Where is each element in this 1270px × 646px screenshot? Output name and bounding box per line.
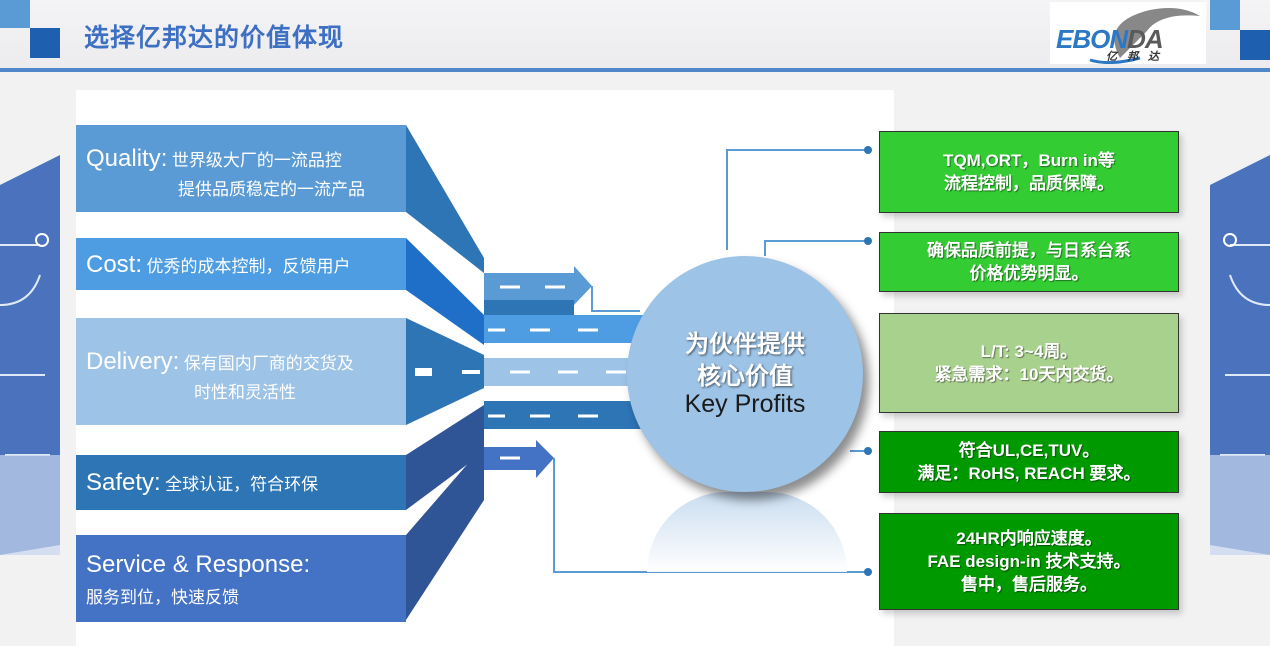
- band-label: Delivery:: [86, 348, 180, 375]
- band-label: Safety:: [86, 469, 161, 496]
- road-cost: [406, 238, 484, 345]
- key-profits-circle: 为伙伴提供 核心价值 Key Profits: [627, 256, 863, 492]
- band-desc: 提供品质稳定的一流产品: [178, 180, 365, 199]
- value-box-quality: TQM,ORT，Burn in等 流程控制，品质保障。: [879, 131, 1179, 213]
- band-desc: 保有国内厂商的交货及: [183, 354, 354, 373]
- deco-square: [1240, 30, 1270, 60]
- band-service: Service & Response: 服务到位，快速反馈: [76, 535, 406, 622]
- band-label: Service & Response:: [86, 551, 311, 578]
- circle-line-1: 为伙伴提供: [685, 331, 805, 358]
- band-desc: 全球认证，符合环保: [165, 475, 319, 494]
- band-desc: 时性和灵活性: [194, 383, 296, 402]
- circuit-decoration-right: [1210, 155, 1270, 555]
- logo-text-main: EBON: [1056, 24, 1128, 54]
- header-divider: [0, 68, 1270, 72]
- ebonda-logo: EBONDA 亿邦达: [1050, 2, 1206, 64]
- lane-safety: [484, 401, 644, 429]
- circle-line-3: Key Profits: [684, 390, 806, 418]
- value-box-service: 24HR内响应速度。 FAE design-in 技术支持。 售中，售后服务。: [879, 513, 1179, 610]
- band-desc: 世界级大厂的一流品控: [171, 151, 342, 170]
- band-delivery: Delivery: 保有国内厂商的交货及 时性和灵活性: [76, 318, 406, 425]
- band-label: Quality:: [86, 145, 168, 172]
- circle-line-2: 核心价值: [697, 363, 793, 390]
- connector-dot: [864, 568, 872, 576]
- band-desc: 优秀的成本控制，反馈用户: [146, 257, 351, 276]
- logo-text-tail: DA: [1127, 24, 1164, 54]
- connector-lines: [553, 149, 868, 573]
- band-cost: Cost: 优秀的成本控制，反馈用户: [76, 238, 406, 290]
- connector-dot: [864, 447, 872, 455]
- lane-cost: [484, 315, 644, 343]
- globe-arc-icon: [1089, 8, 1200, 64]
- road-quality: [406, 125, 574, 315]
- band-quality: Quality: 世界级大厂的一流品控 提供品质稳定的一流产品: [76, 125, 406, 212]
- band-desc: 服务到位，快速反馈: [86, 588, 239, 607]
- deco-square: [0, 0, 30, 28]
- band-label: Cost:: [86, 251, 143, 278]
- road-service: [406, 445, 484, 620]
- deco-square: [30, 28, 60, 58]
- band-safety: Safety: 全球认证，符合环保: [76, 455, 406, 510]
- arrow-top: [484, 266, 592, 305]
- value-box-cost: 确保品质前提，与日系台系 价格优势明显。: [879, 232, 1179, 292]
- page-title: 选择亿邦达的价值体现: [84, 24, 345, 52]
- circuit-decoration-left: [0, 155, 60, 555]
- deco-square: [1210, 0, 1240, 30]
- logo-text-cn: 亿邦达: [1106, 51, 1169, 63]
- value-box-delivery: L/T: 3~4周。 紧急需求：10天内交货。: [879, 313, 1179, 413]
- value-box-safety: 符合UL,CE,TUV。 满足：RoHS, REACH 要求。: [879, 431, 1179, 493]
- road-safety: [406, 405, 484, 510]
- connector-dot: [864, 146, 872, 154]
- road-delivery: [406, 318, 484, 425]
- connector-dot: [864, 237, 872, 245]
